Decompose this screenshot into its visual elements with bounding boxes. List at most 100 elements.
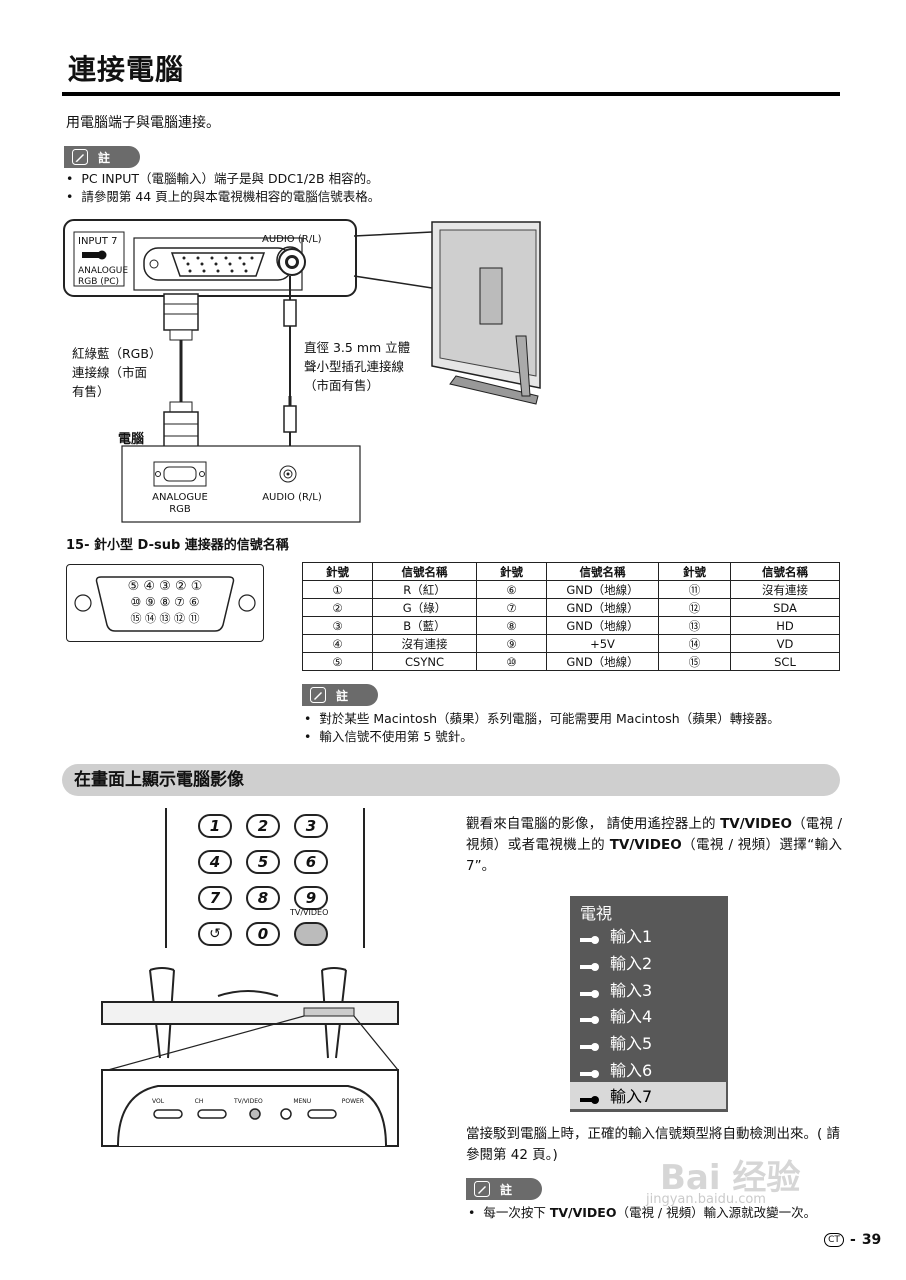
- input-plug-icon: [580, 1064, 600, 1078]
- menu-item-input1[interactable]: 輸入1: [570, 922, 728, 949]
- remote-key-9[interactable]: 9: [294, 886, 328, 910]
- note-text: （電視 / 視頻）輸入源就改變一次。: [616, 1205, 817, 1220]
- remote-key-6[interactable]: 6: [294, 850, 328, 874]
- tvvideo-term: TV/VIDEO: [609, 837, 682, 853]
- remote-tvvideo-label: TV/VIDEO: [290, 908, 329, 917]
- menu-item-input4[interactable]: 輸入4: [570, 1002, 728, 1029]
- remote-key-1[interactable]: 1: [198, 814, 232, 838]
- pencil-icon: [72, 149, 88, 165]
- table-header: 信號名稱: [372, 562, 477, 581]
- remote-key-flashback[interactable]: ↺: [198, 922, 232, 946]
- notes-list-2: 對於某些 Macintosh（蘋果）系列電腦，可能需要用 Macintosh（蘋…: [304, 710, 779, 746]
- remote-control-illustration: [165, 808, 365, 948]
- table-cell: GND（地線）: [546, 580, 659, 599]
- table-cell: ⑭: [658, 634, 731, 653]
- remote-key-7[interactable]: 7: [198, 886, 232, 910]
- input-plug-icon: [580, 930, 600, 945]
- tv-rear-illustration: [431, 221, 541, 405]
- tv-panel-labels: VOL CH TV/VIDEO MENU POWER: [152, 1098, 364, 1105]
- input-plug-icon: [580, 984, 600, 998]
- table-header: 針號: [476, 562, 547, 581]
- note-badge: 註: [302, 684, 378, 706]
- menu-item-input7[interactable]: 輸入7: [570, 1082, 726, 1109]
- table-cell: ⑬: [658, 616, 731, 635]
- audio-cable-label: 直徑 3.5 mm 立體聲小型插孔連接線（市面有售）: [304, 340, 411, 393]
- table-cell: ②: [302, 598, 373, 617]
- page-number-block: CT - 39: [824, 1232, 881, 1248]
- menu-item-input5[interactable]: 輸入5: [570, 1029, 728, 1056]
- para-text: 觀看來自電腦的影像， 請使用遙控器上的: [466, 816, 721, 832]
- panel-label-tvvideo: TV/VIDEO: [233, 1098, 263, 1105]
- table-cell: 沒有連接: [730, 580, 840, 599]
- menu-item-label: 輸入7: [610, 1087, 653, 1107]
- menu-item-label: 輸入1: [610, 927, 653, 947]
- auto-detect-paragraph: 當接駁到電腦上時，正確的輸入信號類型將自動檢測出來。( 請參閱第 42 頁。): [466, 1126, 841, 1163]
- page-title: 連接電腦: [68, 53, 185, 86]
- flashback-icon: ↺: [209, 926, 221, 942]
- note-item: 請參閱第 44 頁上的與本電視機相容的電腦信號表格。: [66, 188, 380, 206]
- audio-jack-icon: [278, 248, 306, 276]
- note-label: 註: [500, 1182, 513, 1197]
- table-cell: G（綠）: [372, 598, 477, 617]
- menu-item-input2[interactable]: 輸入2: [570, 949, 728, 976]
- input7-label: INPUT 7: [78, 236, 118, 247]
- table-cell: VD: [730, 634, 840, 653]
- remote-keypad: 1 2 3 4 5 6 7 8 9 ↺ 0: [198, 814, 338, 946]
- panel-label-vol: VOL: [152, 1098, 165, 1105]
- instruction-paragraph: 觀看來自電腦的影像， 請使用遙控器上的 TV/VIDEO（電視 / 視頻）或者電…: [466, 814, 842, 877]
- input-plug-icon: [580, 957, 600, 972]
- remote-key-4[interactable]: 4: [198, 850, 232, 874]
- table-cell: ①: [302, 580, 373, 599]
- note-item: PC INPUT（電腦輸入）端子是與 DDC1/2B 相容的。: [66, 170, 380, 188]
- menu-item-input6[interactable]: 輸入6: [570, 1055, 728, 1082]
- remote-key-5[interactable]: 5: [246, 850, 280, 874]
- note-label: 註: [98, 150, 111, 165]
- pinout-heading: 15- 針小型 D-sub 連接器的信號名稱: [66, 538, 289, 553]
- pin-row-2: ⑩ ⑨ ⑧ ⑦ ⑥: [130, 595, 200, 609]
- audio-rl-top-label: AUDIO (R/L): [262, 234, 322, 245]
- table-cell: GND（地線）: [546, 598, 659, 617]
- table-cell: ⑪: [658, 580, 731, 599]
- intro-text: 用電腦端子與電腦連接。: [66, 115, 220, 131]
- rgb-cable-label: 紅綠藍（RGB）連接線（市面有售）: [72, 346, 156, 399]
- menu-item-label: 輸入2: [610, 954, 653, 974]
- pc-label: 電腦: [118, 432, 145, 447]
- table-cell: 沒有連接: [372, 634, 477, 653]
- table-cell: GND（地線）: [546, 616, 659, 635]
- analogue-rgb-pc-label: ANALOGUE RGB (PC): [78, 266, 129, 287]
- input-plug-icon: [580, 1037, 600, 1052]
- table-header-row: 針號 信號名稱 針號 信號名稱 針號 信號名稱: [302, 562, 840, 581]
- remote-key-2[interactable]: 2: [246, 814, 280, 838]
- dsub-connector-diagram: ⑤ ④ ③ ② ① ⑩ ⑨ ⑧ ⑦ ⑥ ⑮ ⑭ ⑬ ⑫ ⑪: [66, 564, 264, 642]
- remote-key-0[interactable]: 0: [246, 922, 280, 946]
- table-cell: ⑨: [476, 634, 547, 653]
- input-plug-icon: [580, 1090, 600, 1105]
- table-cell: GND（地線）: [546, 652, 659, 671]
- remote-key-tvvideo[interactable]: [294, 922, 328, 946]
- table-cell: HD: [730, 616, 840, 635]
- table-cell: B（藍）: [372, 616, 477, 635]
- table-cell: ⑩: [476, 652, 547, 671]
- region-badge: CT: [824, 1233, 844, 1247]
- table-cell: ⑫: [658, 598, 731, 617]
- remote-key-3[interactable]: 3: [294, 814, 328, 838]
- pin-row-1: ⑤ ④ ③ ② ①: [127, 579, 203, 594]
- menu-item-label: 輸入5: [610, 1034, 653, 1054]
- remote-key-8[interactable]: 8: [246, 886, 280, 910]
- table-cell: ⑦: [476, 598, 547, 617]
- table-cell: R（紅）: [372, 580, 477, 599]
- menu-item-label: 輸入3: [610, 980, 653, 1000]
- audio-bottom-label: AUDIO (R/L): [262, 492, 322, 503]
- table-cell: +5V: [546, 634, 659, 653]
- note-label: 註: [336, 688, 349, 703]
- menu-item-input3[interactable]: 輸入3: [570, 975, 728, 1002]
- panel-label-power: POWER: [341, 1098, 364, 1105]
- table-header: 針號: [658, 562, 731, 581]
- menu-item-label: 輸入4: [610, 1007, 653, 1027]
- page-number: 39: [861, 1232, 882, 1248]
- section-heading: 在畫面上顯示電腦影像: [62, 764, 840, 796]
